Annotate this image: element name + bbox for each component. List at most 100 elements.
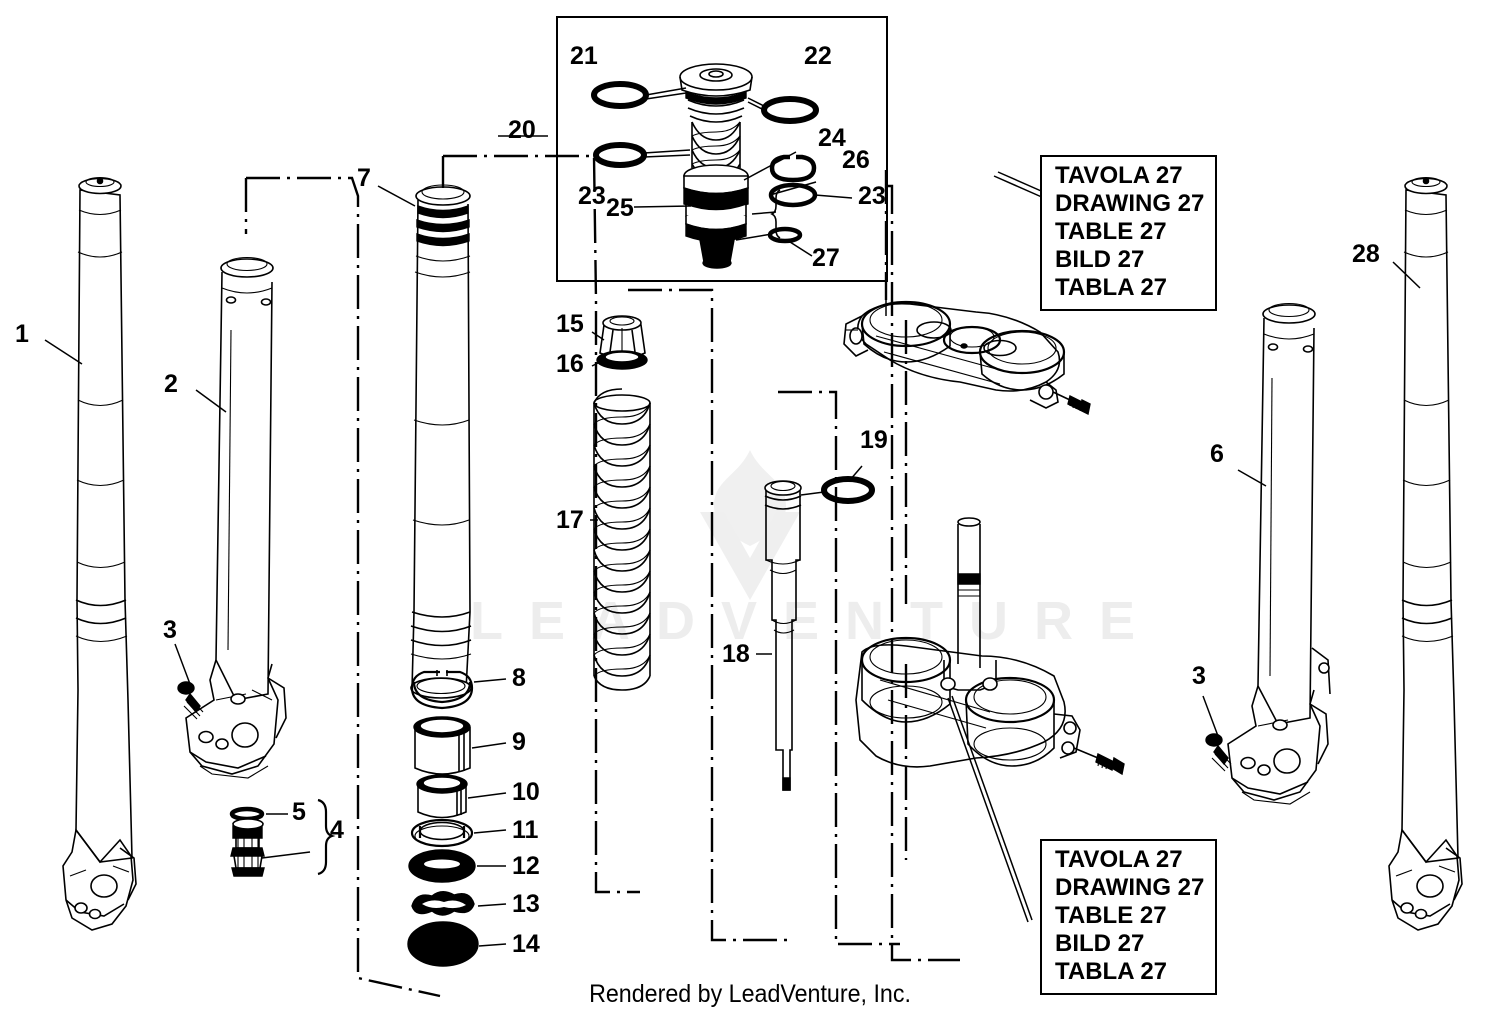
- ref-lower-line-1: DRAWING 27: [1055, 874, 1205, 902]
- callout-11[interactable]: 11: [512, 816, 539, 844]
- callout-27[interactable]: 27: [812, 244, 840, 272]
- part-11-washer: [410, 818, 474, 848]
- part-16-spring-seat-oring: [596, 350, 648, 370]
- leader-3-left: [174, 643, 191, 685]
- inset-leader-grp: [751, 211, 777, 215]
- leader-refbox-lower: [947, 697, 1029, 923]
- callout-2[interactable]: 2: [164, 370, 178, 398]
- callout-23-left[interactable]: 23: [578, 182, 606, 210]
- part-7-outer-tube: [410, 184, 472, 699]
- part-17-fork-spring: [593, 388, 651, 691]
- leader-6: [1237, 469, 1267, 487]
- inset-oring-22: [761, 96, 819, 124]
- part-12-oil-seal: [408, 849, 476, 883]
- callout-28[interactable]: 28: [1352, 240, 1380, 268]
- part-15-spring-seat: [599, 315, 646, 359]
- leader-11: [473, 829, 507, 834]
- ref-lower-line-0: TAVOLA 27: [1055, 846, 1183, 873]
- callout-1[interactable]: 1: [15, 320, 29, 348]
- part-8-snap-ring: [410, 670, 474, 710]
- assembly-bracket-left: [246, 176, 441, 998]
- leader-19-link: [800, 491, 825, 496]
- leader-9: [471, 742, 507, 749]
- callout-5[interactable]: 5: [292, 798, 306, 826]
- ref-upper-line-2: TABLE 27: [1055, 218, 1167, 246]
- callout-12[interactable]: 12: [512, 852, 540, 880]
- callout-19[interactable]: 19: [860, 426, 888, 454]
- leader-19: [849, 465, 863, 481]
- assembly-bracket-right: [886, 184, 960, 962]
- part-2-fork-slider: [185, 256, 287, 779]
- leader-14: [478, 943, 507, 947]
- part-13-dust-seal: [411, 891, 475, 916]
- part-3-left-pinch-bolt: [177, 681, 204, 720]
- callout-6[interactable]: 6: [1210, 440, 1224, 468]
- inset-oring-21: [591, 81, 649, 109]
- ref-upper-line-3: BILD 27: [1055, 246, 1145, 274]
- callout-22[interactable]: 22: [804, 42, 832, 70]
- callout-20[interactable]: 20: [508, 116, 536, 144]
- part-3-right-pinch-bolt: [1205, 733, 1232, 772]
- part-19-cartridge-oring: [821, 476, 875, 504]
- callout-9[interactable]: 9: [512, 728, 526, 756]
- part-5-oring-small: [229, 806, 265, 822]
- assembly-bracket-18: [778, 390, 900, 946]
- upper-triple-clamp: [843, 300, 1091, 416]
- assembly-bracket-7: [443, 154, 640, 894]
- inset-oring-23a: [593, 142, 647, 168]
- callout-25[interactable]: 25: [606, 194, 634, 222]
- leader-3-right: [1202, 695, 1219, 737]
- inset-leader-25: [633, 205, 692, 208]
- leader-10: [467, 792, 507, 799]
- callout-18[interactable]: 18: [722, 640, 750, 668]
- inset-oring-27: [767, 226, 803, 244]
- callout-13[interactable]: 13: [512, 890, 540, 918]
- inset-leader-24: [743, 151, 797, 181]
- reference-box-upper: TAVOLA 27 DRAWING 27 TABLE 27 BILD 27 TA…: [1040, 155, 1218, 312]
- leader-8: [473, 678, 507, 683]
- callout-26[interactable]: 26: [842, 146, 870, 174]
- leader-15: [591, 331, 605, 341]
- ref-lower-line-2: TABLE 27: [1055, 902, 1167, 930]
- callout-10[interactable]: 10: [512, 778, 540, 806]
- part-28-fork-leg-complete: [1388, 176, 1463, 931]
- part-9-guide-bushing: [413, 716, 471, 775]
- leader-4-inner: [261, 851, 311, 859]
- callout-8[interactable]: 8: [512, 664, 526, 692]
- callout-3-left[interactable]: 3: [163, 616, 177, 644]
- inset-leader-21: [645, 87, 687, 96]
- inset-leader-23b: [814, 194, 853, 199]
- callout-16[interactable]: 16: [556, 350, 584, 378]
- part-10-slide-bushing: [416, 774, 468, 819]
- ref-lower-line-4: TABLA 27: [1055, 958, 1168, 986]
- assembly-bracket-center: [628, 288, 790, 942]
- callout-17[interactable]: 17: [556, 506, 584, 534]
- callout-24[interactable]: 24: [818, 124, 846, 152]
- callout-15[interactable]: 15: [556, 310, 584, 338]
- callout-7[interactable]: 7: [357, 164, 371, 192]
- callout-23-right[interactable]: 23: [858, 182, 886, 210]
- inset-leader-26: [769, 181, 817, 196]
- ref-upper-line-0: TAVOLA 27: [1055, 162, 1183, 189]
- reference-box-lower: TAVOLA 27 DRAWING 27 TABLE 27 BILD 27 TA…: [1040, 839, 1218, 996]
- leader-refbox-upper: [997, 171, 1049, 195]
- part-1-fork-leg-complete: [62, 176, 137, 931]
- inset-leader-22: [747, 101, 765, 111]
- part-6-right-fork-slider: [1227, 302, 1331, 805]
- inset-bracket: [770, 189, 781, 239]
- callout-3-right[interactable]: 3: [1192, 662, 1206, 690]
- callout-21[interactable]: 21: [570, 42, 598, 70]
- bracket-4: [317, 798, 336, 876]
- part-18-damper-cartridge-rod: [764, 480, 802, 791]
- part-4-drain-screw-assembly: [230, 818, 265, 877]
- callout-14[interactable]: 14: [512, 930, 540, 958]
- inset-leader-27a: [735, 233, 773, 241]
- leader-28: [1392, 261, 1421, 289]
- inset-leader-27b: [789, 241, 813, 257]
- callout-4[interactable]: 4: [330, 816, 344, 844]
- leader-13: [477, 903, 507, 907]
- inset-valve-assembly-art: [591, 63, 853, 269]
- ref-upper-line-1: DRAWING 27: [1055, 190, 1205, 218]
